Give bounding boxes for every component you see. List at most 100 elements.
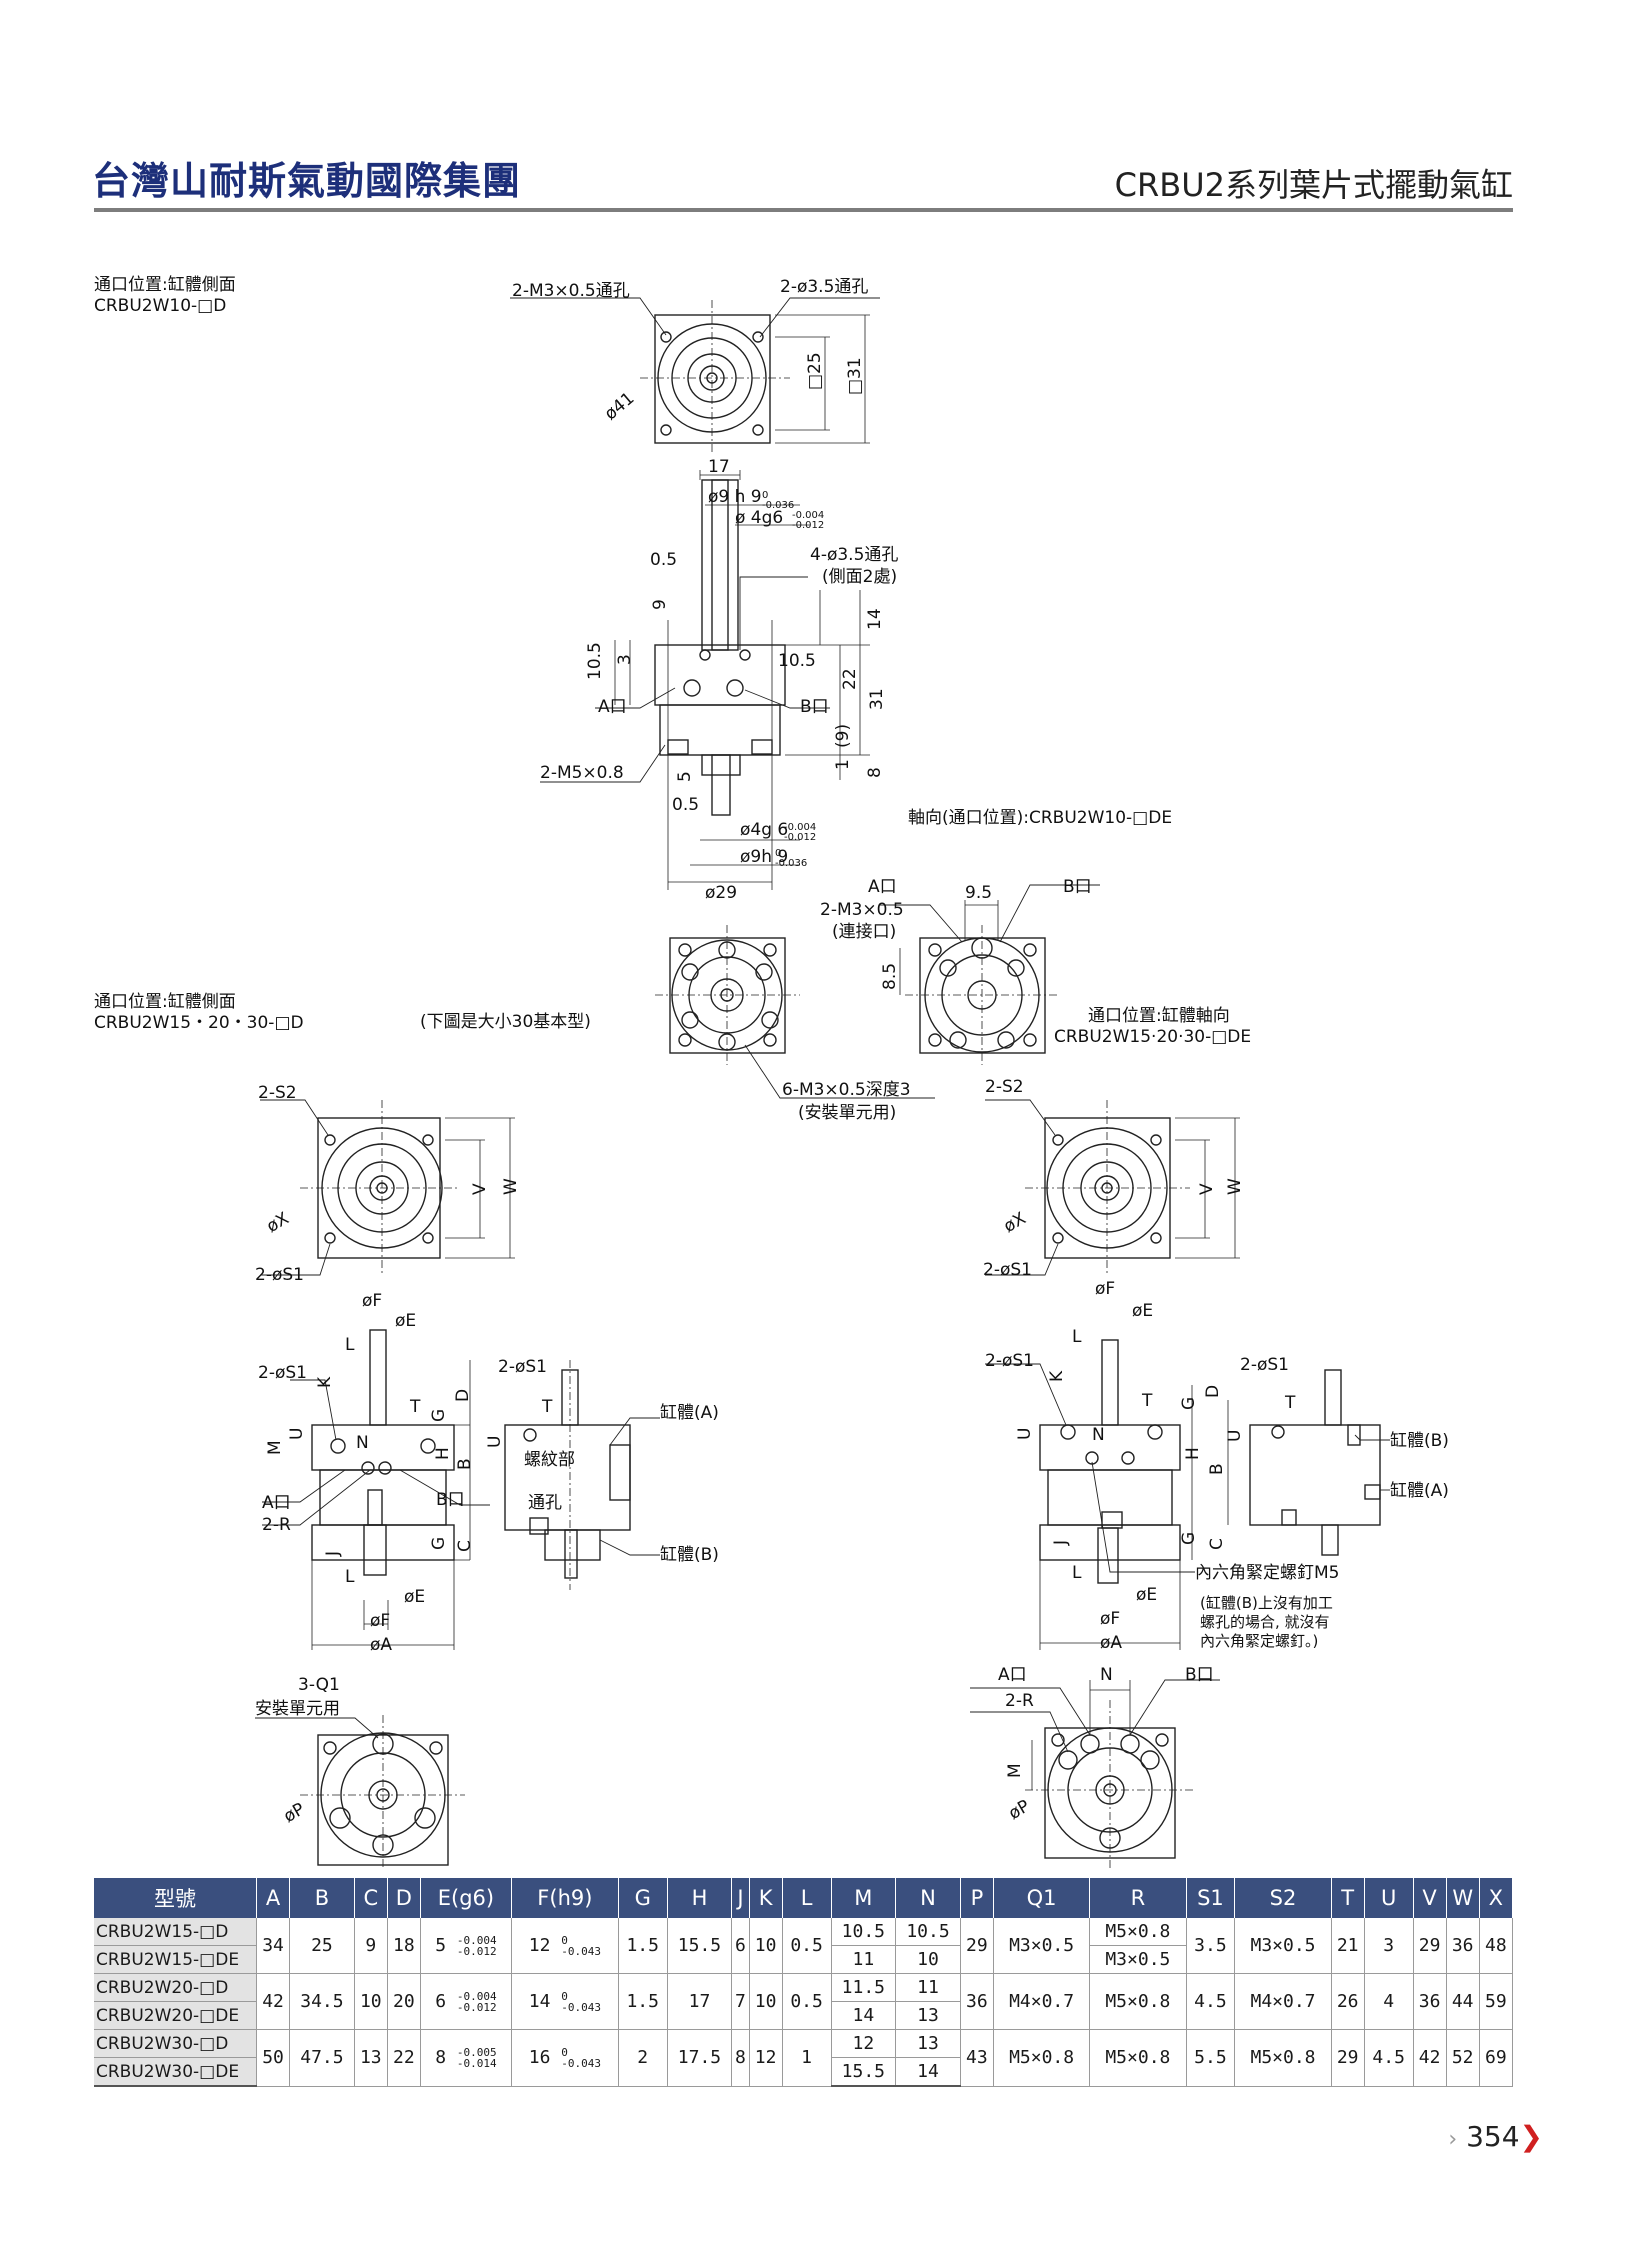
svg-text:0: 0 — [775, 848, 781, 859]
mid-de-view — [880, 884, 1100, 1065]
w10-phi29: ø29 — [705, 883, 737, 903]
cell-v: 36 — [1413, 1973, 1447, 2030]
cell-r: M5×0.8 — [1089, 2029, 1187, 2087]
cell-g: 1.5 — [618, 1973, 668, 2030]
cell-n: 14 — [895, 2057, 961, 2087]
svg-text:-0.036: -0.036 — [775, 858, 807, 869]
col-header-n: N — [895, 1878, 961, 1918]
cell-c: 13 — [354, 2029, 388, 2087]
cell-m: 15.5 — [831, 2057, 897, 2087]
cell-x: 59 — [1479, 1973, 1514, 2030]
col-header-k: K — [749, 1878, 783, 1918]
cell-n: 10.5 — [895, 1918, 961, 1946]
col-header-p: P — [960, 1878, 994, 1918]
left-body-b: 缸體(B) — [660, 1544, 719, 1565]
left-s1: 2-øS1 — [255, 1265, 304, 1285]
cell-q1: M4×0.7 — [993, 1973, 1091, 2030]
right-f2: øF — [1100, 1609, 1120, 1629]
section1-port-position: 通口位置:缸體側面 — [94, 275, 236, 295]
w10-d1: 1 — [833, 759, 853, 770]
right-l2: L — [1072, 1563, 1082, 1583]
cell-j: 8 — [731, 2029, 750, 2087]
cell-s1: 3.5 — [1186, 1918, 1236, 1974]
cell-a: 50 — [256, 2029, 291, 2087]
cell-l: 1 — [782, 2029, 832, 2087]
mid-m3deep: 6-M3×0.5深度3 — [782, 1080, 911, 1100]
section1-model: CRBU2W10-□D — [94, 296, 227, 316]
model-cell: CRBU2W30-□D — [94, 2029, 257, 2058]
right-u2: U — [1225, 1430, 1245, 1442]
col-header-l: L — [782, 1878, 832, 1918]
col-header-q1: Q1 — [993, 1878, 1091, 1918]
right-body-b: 缸體(B) — [1390, 1430, 1449, 1451]
cell-k: 10 — [749, 1918, 783, 1974]
w10-d9p: (9) — [833, 724, 853, 748]
col-header-r: R — [1089, 1878, 1187, 1918]
header-rule — [94, 208, 1513, 212]
left-m: M — [265, 1440, 285, 1455]
left-u2: U — [485, 1436, 505, 1448]
right-l: L — [1072, 1327, 1082, 1347]
left-f2: øF — [370, 1611, 390, 1631]
svg-text:-0.004: -0.004 — [792, 510, 824, 521]
cell-n: 13 — [895, 2029, 961, 2058]
cell-b: 25 — [289, 1918, 355, 1974]
cell-l: 0.5 — [782, 1973, 832, 2030]
right-g2: G — [1179, 1532, 1199, 1545]
left-side-view — [262, 1329, 490, 1650]
cell-v: 42 — [1413, 2029, 1447, 2087]
right-e: øE — [1132, 1301, 1153, 1321]
w10-phi9h: ø9 h 9 — [708, 487, 762, 507]
w10-d8: 8 — [865, 767, 885, 778]
left-x: øX — [263, 1208, 292, 1237]
left-r: 2-R — [262, 1515, 291, 1535]
cell-a: 42 — [256, 1973, 291, 2030]
cell-b: 47.5 — [289, 2029, 355, 2087]
cell-m: 12 — [831, 2029, 897, 2058]
left-t: T — [409, 1397, 421, 1417]
right-h: H — [1183, 1447, 1203, 1460]
section3-port-position: 通口位置:缸體軸向 — [1088, 1006, 1230, 1026]
model-cell: CRBU2W15-□DE — [94, 1945, 257, 1974]
svg-text:-0.004: -0.004 — [784, 822, 816, 833]
right-j: J — [1051, 1540, 1071, 1546]
left-w: W — [501, 1178, 521, 1195]
right-s1c: 2-øS1 — [1240, 1355, 1289, 1375]
right-s2: 2-S2 — [985, 1077, 1024, 1097]
left-l2: L — [345, 1567, 355, 1587]
mid-conn: (連接口) — [832, 922, 896, 942]
section2-note: (下圖是大小30基本型) — [420, 1012, 591, 1032]
section3-model: CRBU2W15·20·30-□DE — [1054, 1027, 1252, 1047]
cell-u: 4.5 — [1364, 2029, 1414, 2087]
col-header-g: G — [618, 1878, 668, 1918]
w10-sq31: □31 — [845, 357, 865, 395]
right-a: øA — [1100, 1633, 1122, 1653]
w10-d5: 5 — [675, 771, 695, 782]
axial-w10-label: 軸向(通口位置):CRBU2W10-□DE — [908, 808, 1173, 828]
left-b: B — [455, 1458, 475, 1470]
right-u: U — [1015, 1428, 1035, 1440]
w10-d17: 17 — [708, 457, 730, 477]
col-header-b: B — [289, 1878, 355, 1918]
cell-m: 11.5 — [831, 1973, 897, 2002]
cell-e: 6 -0.004-0.012 — [420, 1973, 512, 2030]
right-c: C — [1207, 1538, 1227, 1550]
right-note3: 內六角緊定螺釘。) — [1200, 1632, 1318, 1650]
cell-g: 1.5 — [618, 1918, 668, 1974]
col-header-v: V — [1413, 1878, 1447, 1918]
w10-d05a: 0.5 — [650, 550, 677, 570]
cell-r: M5×0.8 — [1089, 1973, 1187, 2030]
w10-phi9hb: ø9h 9 — [740, 847, 788, 867]
right-v: V — [1197, 1183, 1217, 1195]
left-h: H — [433, 1447, 453, 1460]
mid-m3conn: 2-M3×0.5 — [820, 900, 904, 920]
cell-q1: M5×0.8 — [993, 2029, 1091, 2087]
right-note1: (缸體(B)上沒有加工 — [1200, 1594, 1333, 1612]
svg-text:0: 0 — [762, 490, 768, 501]
left-top-view — [260, 1099, 515, 1276]
